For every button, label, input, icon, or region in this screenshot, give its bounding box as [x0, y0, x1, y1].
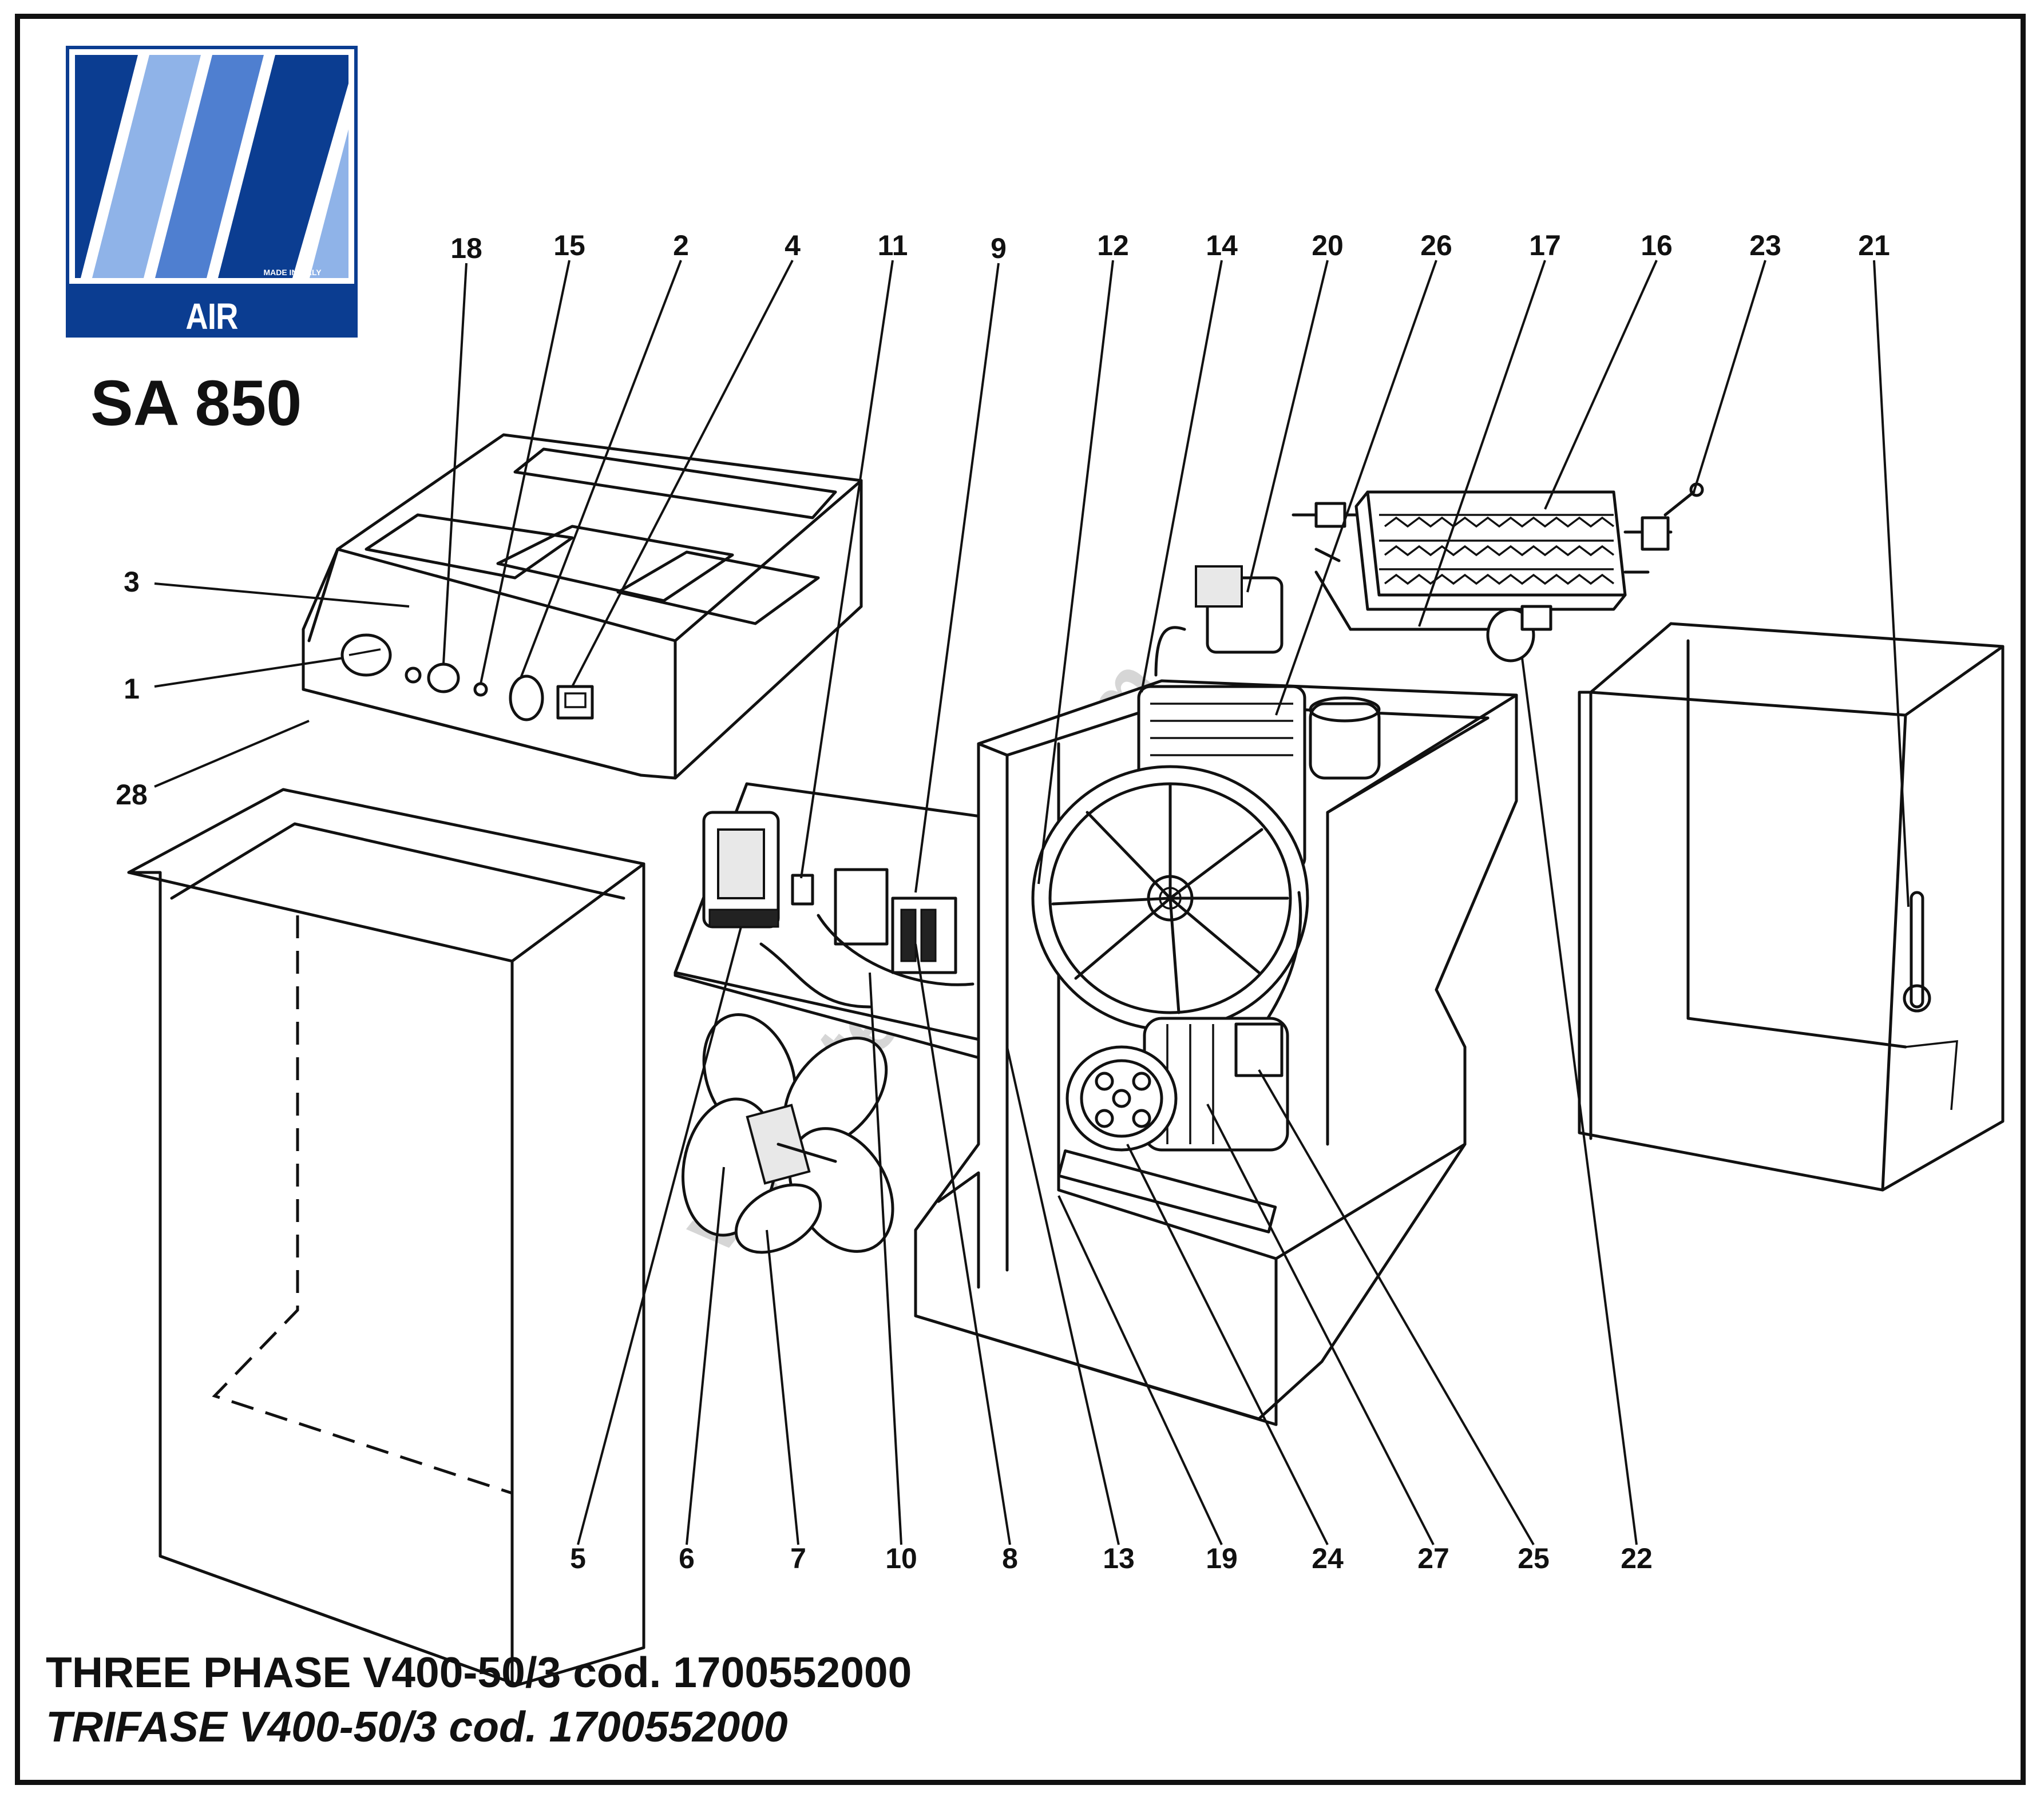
indicator-lamp-3 [405, 667, 422, 684]
part-label-13: 13 [1103, 1542, 1135, 1574]
footer-line-english: THREE PHASE V400-50/3 cod. 1700552000 [46, 1648, 912, 1696]
motor-pulley [1065, 1045, 1178, 1152]
pressure-gauge [340, 633, 392, 677]
left-side-panel [127, 788, 645, 1687]
part-label-14: 14 [1206, 229, 1238, 261]
part-label-24: 24 [1312, 1542, 1344, 1574]
logo-made-in-italy: MADE IN ITALY [263, 268, 322, 277]
part-label-25: 25 [1518, 1542, 1550, 1574]
part-label-4: 4 [785, 229, 801, 261]
part-label-7: 7 [790, 1542, 806, 1574]
part-label-21: 21 [1858, 229, 1890, 261]
top-cover [302, 433, 863, 780]
handle-21 [1910, 891, 1924, 1009]
part-label-11: 11 [877, 229, 908, 261]
cooling-fan [682, 1013, 894, 1254]
fiac-logo: MADE IN ITALY AIR COMPRESSORS [66, 46, 358, 338]
part-label-22: 22 [1621, 1542, 1653, 1574]
part-label-3: 3 [124, 566, 140, 598]
start-button-18 [427, 663, 460, 693]
switch-2 [509, 675, 544, 721]
part-label-5: 5 [570, 1542, 586, 1574]
footer-line-italian: TRIFASE V400-50/3 cod. 1700552000 [46, 1703, 788, 1751]
leader-lines [154, 260, 1910, 1546]
part-label-27: 27 [1417, 1542, 1449, 1574]
part-label-8: 8 [1002, 1542, 1018, 1574]
aftercooler [1292, 482, 1704, 663]
part-label-1: 1 [124, 673, 140, 705]
logo-band [69, 284, 354, 334]
part-label-23: 23 [1749, 229, 1781, 261]
part-label-15: 15 [553, 229, 585, 261]
part-label-9: 9 [991, 232, 1007, 264]
flywheel [1031, 765, 1309, 1100]
electric-motor [1065, 1017, 1289, 1152]
part-label-6: 6 [679, 1542, 695, 1574]
right-side-panel [1578, 622, 2005, 1192]
logo-tagline: AIR COMPRESSORS [185, 296, 238, 337]
part-label-2: 2 [673, 229, 689, 261]
part-label-16: 16 [1641, 229, 1673, 261]
part-label-17: 17 [1529, 229, 1561, 261]
model-title: SA 850 [90, 367, 302, 439]
part-label-18: 18 [450, 232, 482, 264]
page-border [15, 14, 2026, 1785]
part-label-28: 28 [116, 779, 148, 811]
part-label-10: 10 [885, 1542, 917, 1574]
part-label-12: 12 [1097, 229, 1129, 261]
part-label-19: 19 [1206, 1542, 1238, 1574]
part-label-20: 20 [1312, 229, 1344, 261]
hour-counter-4 [556, 685, 594, 720]
drain-valve-23 [1641, 516, 1670, 551]
part-label-26: 26 [1420, 229, 1452, 261]
